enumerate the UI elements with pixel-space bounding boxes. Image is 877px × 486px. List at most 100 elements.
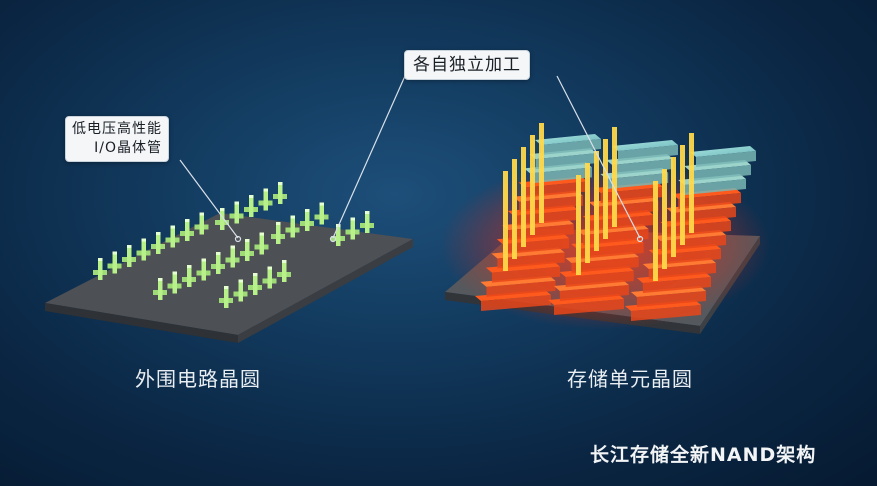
periphery-wafer-caption: 外围电路晶圆 — [135, 367, 261, 391]
transistor-pillar — [172, 271, 177, 294]
transistor-pillar — [224, 286, 229, 308]
process-callout-text: 各自独立加工 — [413, 55, 521, 75]
transistor-pillar — [185, 219, 190, 241]
stack-layer-edge — [654, 249, 721, 265]
transistor-cap — [259, 232, 264, 236]
transistor-cap — [224, 286, 229, 289]
transistor-cap — [245, 239, 250, 242]
stack-layer-edge — [491, 266, 561, 283]
transistor-cap — [199, 212, 204, 216]
channel-pillar — [689, 133, 694, 233]
transistor-cap — [234, 201, 239, 205]
memory-stack — [625, 133, 756, 321]
stack-layer-edge — [696, 151, 756, 167]
stack-layer-edge — [519, 195, 583, 212]
transistor-pillar — [127, 245, 132, 267]
transistor-cap — [278, 182, 283, 185]
stack-layer-edge — [559, 285, 629, 301]
transistor-cap — [276, 222, 281, 225]
stack-layer-edge — [642, 277, 711, 293]
storage-wafer-caption: 存储单元晶圆 — [567, 367, 693, 391]
periphery-wafer — [45, 213, 413, 343]
transistor — [273, 182, 287, 204]
nand-memory-stacks — [475, 123, 756, 321]
transistor — [107, 251, 122, 274]
transistor — [277, 260, 291, 282]
transistor-cap — [127, 245, 132, 248]
stack-layer-edge — [577, 243, 644, 259]
transistor — [254, 232, 269, 255]
stack-layer-edge — [513, 209, 579, 226]
transistor-pillar — [112, 251, 117, 274]
stack-layer-edge — [502, 238, 570, 255]
stack-layer-edge — [554, 299, 624, 315]
transistor — [248, 273, 262, 295]
io-transistor-callout: 低电压高性能 I/O晶体管 — [65, 116, 169, 162]
stack-layer-edge — [612, 159, 674, 175]
transistor-pillar — [156, 232, 161, 254]
transistor-pillar — [365, 211, 370, 233]
transistor — [194, 212, 209, 235]
transistor — [233, 279, 248, 302]
stack-layer-edge — [631, 305, 701, 321]
callout-leaders — [179, 75, 644, 243]
transistor-pillar — [263, 188, 268, 211]
channel-pillar — [585, 163, 590, 263]
transistor-cap — [170, 225, 175, 229]
transistor-cap — [216, 252, 221, 255]
brand-tagline: 长江存储全新NAND架构 — [590, 444, 817, 466]
transistor-cap — [187, 265, 192, 268]
transistor — [262, 266, 277, 289]
transistor — [215, 208, 229, 230]
transistor — [151, 232, 165, 254]
transistor-pillar — [201, 258, 206, 281]
transistor — [167, 271, 182, 294]
transistor-pillar — [230, 245, 235, 268]
transistor-cap — [350, 217, 355, 221]
transistor-pillar — [259, 232, 264, 255]
stack-layer-edge — [618, 145, 678, 161]
channel-pillar — [576, 175, 581, 275]
transistor — [180, 219, 194, 241]
transistor-cap — [201, 258, 206, 262]
stack-layer-edge — [541, 139, 601, 155]
transistor-cap — [141, 238, 146, 242]
process-callout: 各自独立加工 — [404, 50, 530, 80]
stack-layer-edge — [530, 167, 592, 184]
transistor-cap — [319, 202, 324, 206]
transistor-pillar — [282, 260, 287, 282]
stack-layer-edge — [583, 229, 649, 245]
transistor-cap — [282, 260, 287, 263]
transistor-cap — [185, 219, 190, 222]
transistor — [258, 188, 273, 211]
transistor — [225, 245, 240, 268]
transistor-pillar — [238, 279, 243, 302]
channel-pillar — [603, 139, 608, 239]
channel-pillar — [503, 171, 508, 271]
stack-layer — [690, 146, 756, 157]
transistor — [182, 265, 196, 287]
transistor — [229, 201, 244, 224]
memory-stack — [548, 127, 678, 315]
io-transistor-array — [93, 182, 374, 308]
transistor — [345, 217, 360, 240]
transistor-cap — [172, 271, 177, 275]
channel-pillar — [662, 169, 667, 269]
transistor-pillar — [170, 225, 175, 248]
transistor — [93, 258, 107, 280]
channel-pillar — [530, 135, 535, 235]
transistor-pillar — [199, 212, 204, 235]
transistor — [240, 239, 254, 261]
transistor — [219, 286, 233, 308]
transistor — [314, 202, 329, 225]
transistor-pillar — [216, 252, 221, 274]
stack-layer-edge — [565, 271, 634, 287]
stack-layer-edge — [486, 280, 556, 297]
transistor-cap — [112, 251, 117, 255]
transistor-pillar — [245, 239, 250, 261]
transistor-cap — [267, 266, 272, 270]
transistor-cap — [290, 215, 295, 219]
channel-pillar — [539, 123, 544, 223]
channel-pillar — [594, 151, 599, 251]
transistor-cap — [220, 208, 225, 211]
